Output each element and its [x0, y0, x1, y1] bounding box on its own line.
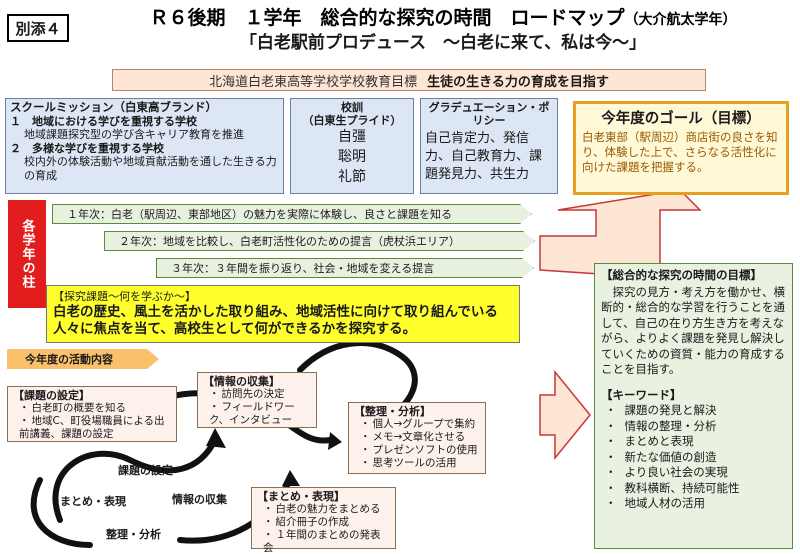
inquiry-heading: 【探究課題～何を学ぶか～】 — [53, 290, 196, 303]
motto-heading: 校訓 — [341, 101, 363, 114]
keyword-list: 課題の発見と解決 情報の整理・分析 まとめと表現 新たな価値の創造 より良い社会… — [601, 403, 786, 512]
activity-heading: 【まとめ・表現】 — [257, 490, 345, 503]
grade-pillar-label: 各学年の柱 — [8, 200, 46, 308]
inquiry-purpose-box: 【総合的な探究の時間の目標】 探究の見方・考え方を働かせ、横断的・総合的な学習を… — [594, 263, 793, 549]
mission-point-2: ２ 多様な学びを重視する学校 — [10, 141, 164, 155]
activity-item: 個人→グループで集約 — [360, 418, 480, 431]
activity-item: フィールドワーク、インタビュー — [209, 401, 311, 427]
mission-point-1: １ 地域における学びを重視する学校 — [10, 114, 197, 128]
motto-value: 自彊 — [338, 129, 366, 145]
purpose-heading: 【総合的な探究の時間の目標】 — [601, 268, 762, 282]
pillar-text: 各学年の柱 — [19, 219, 35, 289]
stage-year-2: ２年次：地域を比較し、白老町活性化のための提言（虎杖浜エリア） — [104, 231, 535, 251]
mission-desc-2: 校内外の体験活動や地域貢献活動を通した生きる力の育成 — [24, 155, 277, 182]
school-goal-text: 生徒の生きる力の育成を目指す — [427, 74, 609, 90]
school-goal-banner: 北海道白老東高等学校学校教育目標 生徒の生きる力の育成を目指す — [112, 69, 706, 91]
activity-heading: 【情報の収集】 — [203, 375, 280, 388]
title-note: （大介航太学年） — [624, 12, 737, 28]
activity-item: 思考ツールの活用 — [360, 457, 480, 470]
title-text: Ｒ６後期 １学年 総合的な探究の時間 ロードマップ — [149, 7, 625, 29]
activity-setting-box: 【課題の設定】 白老町の概要を知る 地域C、町役場職員による出前講義、課題の設定 — [7, 386, 177, 442]
activity-analyze-box: 【整理・分析】 個人→グループで集約 メモ→文章化させる プレゼンソフトの使用 … — [348, 402, 486, 474]
keyword-heading: 【キーワード】 — [601, 387, 682, 402]
keyword-item: 地域人材の活用 — [605, 496, 786, 512]
activity-item: 白老町の概要を知る — [19, 402, 171, 415]
right-arrow — [539, 369, 591, 461]
stage-year-3: ３年次：３年間を振り返り、社会・地域を変える提言 — [156, 258, 534, 278]
keyword-item: より良い社会の実現 — [605, 465, 786, 481]
stage-year-1: １年次：白老（駅周辺、東部地区）の魅力を実際に体験し、良さと課題を知る — [52, 204, 532, 224]
activity-item: メモ→文章化させる — [360, 431, 480, 444]
motto-value: 礼節 — [338, 169, 366, 185]
year-goal-box: 今年度のゴール（目標） 白老東部（駅周辺）商店街の良さを知り、体験した上で、さら… — [573, 101, 789, 195]
activity-heading: 【整理・分析】 — [354, 405, 431, 418]
policy-heading: グラデュエーション・ポリシー — [428, 101, 550, 127]
cycle-label-analyze: 整理・分析 — [106, 528, 161, 541]
attachment-tag: 別添４ — [7, 14, 69, 42]
keyword-item: 新たな価値の創造 — [605, 450, 786, 466]
upward-arrow — [539, 189, 702, 279]
motto-sub: （白東生プライド） — [302, 114, 402, 127]
school-goal-label: 北海道白老東高等学校学校教育目標 — [209, 74, 418, 90]
year-goal-text: 白老東部（駅周辺）商店街の良さを知り、体験した上で、さらなる活性化に向けた課題を… — [582, 130, 778, 174]
activity-item: 白老の魅力をまとめる — [263, 503, 390, 516]
mission-desc-1: 地域課題探究型の学び含キャリア教育を推進 — [24, 128, 244, 141]
purpose-text: 探究の見方・考え方を働かせ、横断的・総合的な学習を行うことを通して、自己の在り方… — [601, 284, 785, 377]
year-goal-heading: 今年度のゴール（目標） — [601, 111, 761, 127]
keyword-item: 教科横断、持続可能性 — [605, 481, 786, 497]
inquiry-text: 白老の歴史、風土を活かした取り組み、地域活性に向けて取り組んでいる人々に焦点を当… — [53, 304, 498, 337]
activity-item: 地域C、町役場職員による出前講義、課題の設定 — [19, 415, 171, 441]
graduation-policy-box: グラデュエーション・ポリシー 自己肯定力、発信力、自己教育力、課題発見力、共生力 — [420, 98, 558, 194]
keyword-item: 課題の発見と解決 — [605, 403, 786, 419]
activity-collect-box: 【情報の収集】 訪問先の決定 フィールドワーク、インタビュー — [197, 372, 317, 428]
keyword-item: まとめと表現 — [605, 434, 786, 450]
activity-item: １年間のまとめの発表会 — [263, 529, 390, 554]
school-mission-box: スクールミッション（白東高ブランド） １ 地域における学びを重視する学校 地域課… — [5, 98, 284, 194]
keyword-item: 情報の整理・分析 — [605, 419, 786, 435]
activity-label: 今年度の活動内容 — [7, 349, 159, 369]
mission-heading: スクールミッション（白東高ブランド） — [10, 100, 217, 114]
cycle-label-setting: 課題の設定 — [118, 464, 173, 477]
motto-value: 聡明 — [338, 149, 366, 165]
inquiry-theme-box: 【探究課題～何を学ぶか～】 白老の歴史、風土を活かした取り組み、地域活性に向けて… — [46, 285, 520, 343]
school-motto-box: 校訓 （白東生プライド） 自彊 聡明 礼節 — [290, 98, 414, 194]
activity-item: 訪問先の決定 — [209, 388, 311, 401]
activity-summary-box: 【まとめ・表現】 白老の魅力をまとめる 紹介冊子の作成 １年間のまとめの発表会 — [251, 487, 396, 554]
activity-heading: 【課題の設定】 — [13, 389, 90, 402]
policy-text: 自己肯定力、発信力、自己教育力、課題発見力、共生力 — [425, 131, 543, 182]
activity-item: プレゼンソフトの使用 — [360, 444, 480, 457]
cycle-label-summary: まとめ・表現 — [60, 495, 126, 508]
page-title: Ｒ６後期 １学年 総合的な探究の時間 ロードマップ（大介航太学年） — [86, 6, 800, 32]
page-subtitle: 「白老駅前プロデュース ～白老に来て、私は今～」 — [239, 33, 647, 53]
cycle-label-collect: 情報の収集 — [172, 493, 227, 506]
activity-item: 紹介冊子の作成 — [263, 516, 390, 529]
